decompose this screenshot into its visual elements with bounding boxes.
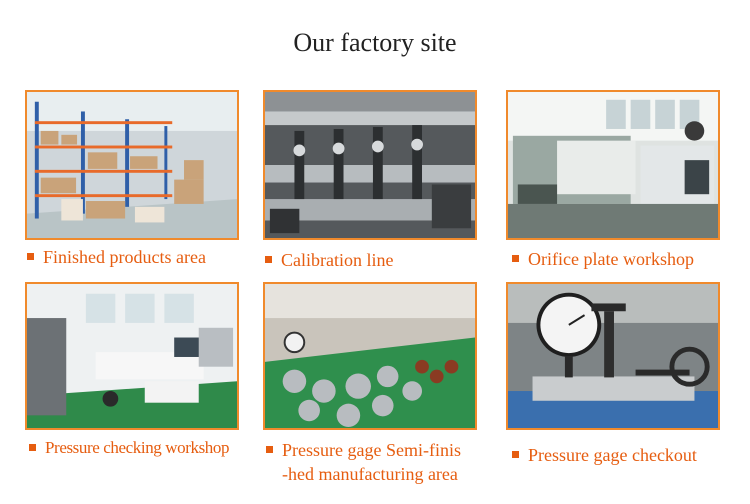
caption-finished-products: Finished products area (27, 245, 206, 269)
orifice-workshop-photo (506, 90, 720, 240)
bullet-icon (29, 443, 36, 451)
caption-gauge-checkout: Pressure gage checkout (512, 443, 697, 467)
bullet-icon (27, 253, 34, 261)
bullet-icon (512, 255, 519, 263)
calibration-line-photo (263, 90, 477, 240)
gauge-checkout-photo (506, 282, 720, 430)
bullet-icon (266, 446, 273, 454)
caption-calibration-line: Calibration line (265, 248, 393, 272)
semi-finished-area-photo (263, 282, 477, 430)
bullet-icon (265, 256, 272, 264)
caption-semi-finished: Pressure gage Semi-finis -hed manufactur… (266, 438, 461, 486)
caption-pressure-checking: Pressure checking workshop (29, 436, 230, 460)
caption-orifice-workshop: Orifice plate workshop (512, 247, 694, 271)
bullet-icon (512, 451, 519, 459)
pressure-checking-photo (25, 282, 239, 430)
warehouse-photo (25, 90, 239, 240)
page-title: Our factory site (293, 28, 457, 57)
